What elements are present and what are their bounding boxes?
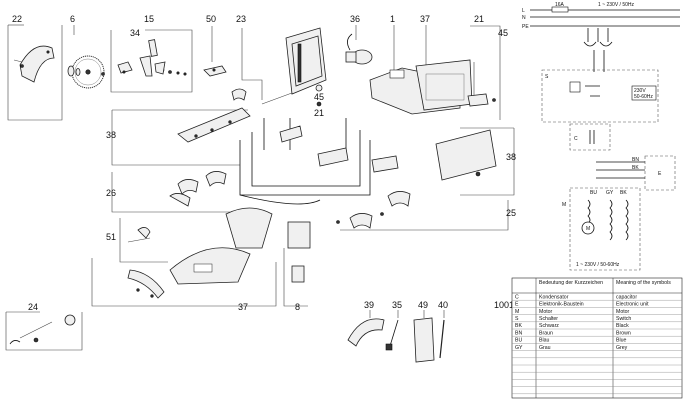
legend-cell-code: BK (515, 323, 522, 329)
callout-8: 8 (295, 302, 300, 312)
legend-cell-de: Schwarz (539, 323, 559, 329)
callout-23: 23 (236, 14, 246, 24)
switch-label: S (545, 74, 549, 80)
wiring-schematic: L N PE 16A 1 ~ 230V / 50Hz S 230V 50-60H… (522, 2, 680, 271)
rail-PE: PE (522, 24, 529, 30)
fuse-label: 16A (555, 2, 565, 8)
legend-cell-code: M (515, 309, 519, 315)
legend-cell-code: C (515, 294, 519, 300)
rail-N: N (522, 15, 526, 21)
electronic-rating-1: 230V (634, 88, 646, 94)
part-group-23 (231, 28, 301, 105)
legend-cell-de: Braun (539, 330, 553, 336)
callout-45: 45 (314, 92, 324, 102)
part-group-6 (67, 25, 105, 89)
legend-cell-de: Schalter (539, 316, 558, 322)
callout-49: 49 (418, 300, 428, 310)
part-group-45-small (315, 84, 323, 107)
legend-cell-de: Motor (539, 309, 553, 315)
callout-labels: 22 6 15 50 23 36 1 37 21 45 34 45 21 38 … (12, 14, 516, 312)
part-group-50 (203, 26, 227, 77)
wire-bn-label: BN (632, 157, 639, 163)
wire-bk-label: BK (632, 165, 639, 171)
callout-35: 35 (392, 300, 402, 310)
callout-26: 26 (106, 188, 116, 198)
callout-1: 1 (390, 14, 395, 24)
callout-25: 25 (506, 208, 516, 218)
electronic-rating-2: 50-60Hz (634, 94, 653, 100)
callout-21-top: 21 (474, 14, 484, 24)
legend-header-en: Meaning of the symbols (616, 280, 671, 286)
part-group-36 (345, 25, 373, 65)
legend-cell-en: capacitor (616, 294, 637, 300)
legend-header-de: Bedeutung der Kurzzeichen (539, 280, 603, 286)
part-group-26 (111, 171, 230, 213)
callout-24: 24 (28, 302, 38, 312)
motor-label: M (562, 202, 566, 208)
callout-37-top: 37 (420, 14, 430, 24)
part-group-51 (119, 218, 168, 263)
legend-cell-en: Black (616, 323, 629, 329)
legend-cell-en: Grey (616, 345, 628, 351)
part-group-37-bottom (91, 207, 277, 307)
part-group-21 (467, 25, 501, 120)
part-group-25 (336, 191, 509, 231)
callout-45-top: 45 (498, 28, 508, 38)
callout-22: 22 (12, 14, 22, 24)
symbol-legend-table: Bedeutung der Kurzzeichen Meaning of the… (511, 277, 683, 399)
motor-rating-label: 1 ~ 230V / 50-60Hz (576, 262, 620, 268)
stand-frame (239, 118, 399, 205)
callout-6: 6 (70, 14, 75, 24)
callout-40: 40 (438, 300, 448, 310)
motor-circle-label: M (586, 226, 590, 232)
part-group-15 (110, 29, 193, 93)
callout-36: 36 (350, 14, 360, 24)
callout-21: 21 (314, 108, 324, 118)
legend-cell-en: Brown (616, 330, 631, 336)
part-group-39 (347, 310, 385, 347)
callout-1001: 1001 (494, 300, 514, 310)
part-group-49 (413, 310, 435, 363)
supply-label: 1 ~ 230V / 50Hz (598, 2, 634, 8)
legend-cell-de: Elektronik-Baustein (539, 302, 584, 308)
callout-34: 34 (130, 28, 140, 38)
callout-38-left: 38 (106, 130, 116, 140)
part-group-35 (385, 310, 399, 351)
part-group-40 (439, 310, 445, 359)
capacitor-label: C (574, 136, 578, 142)
part-group-38-right (435, 127, 515, 196)
legend-cell-de: Grau (539, 345, 551, 351)
legend-cell-code: E (515, 302, 519, 308)
callout-39: 39 (364, 300, 374, 310)
legend-cell-en: Blue (616, 338, 626, 344)
legend-cell-en: Switch (616, 316, 631, 322)
part-group-38-left (111, 107, 251, 166)
legend-cell-en: Electronic unit (616, 302, 649, 308)
legend-cell-de: Blau (539, 338, 549, 344)
part-group-37-top (415, 25, 473, 111)
legend-cell-en: Motor (616, 309, 630, 315)
wire-bu-label: BU (590, 190, 597, 196)
part-group-24 (5, 311, 83, 351)
callout-38-right: 38 (506, 152, 516, 162)
electronic-unit-label: E (658, 171, 662, 177)
legend-cell-code: GY (515, 345, 523, 351)
legend-cell-de: Kondensator (539, 294, 569, 300)
legend-cell-code: BU (515, 338, 522, 344)
legend-cell-code: BN (515, 330, 522, 336)
callout-50: 50 (206, 14, 216, 24)
part-group-8 (283, 221, 311, 307)
callout-37-bottom: 37 (238, 302, 248, 312)
wire-gy-label: GY (606, 190, 614, 196)
wire-bk2-label: BK (620, 190, 627, 196)
legend-cell-code: S (515, 316, 519, 322)
part-group-22 (7, 24, 63, 121)
callout-15: 15 (144, 14, 154, 24)
callout-51: 51 (106, 232, 116, 242)
rail-L: L (522, 8, 525, 14)
